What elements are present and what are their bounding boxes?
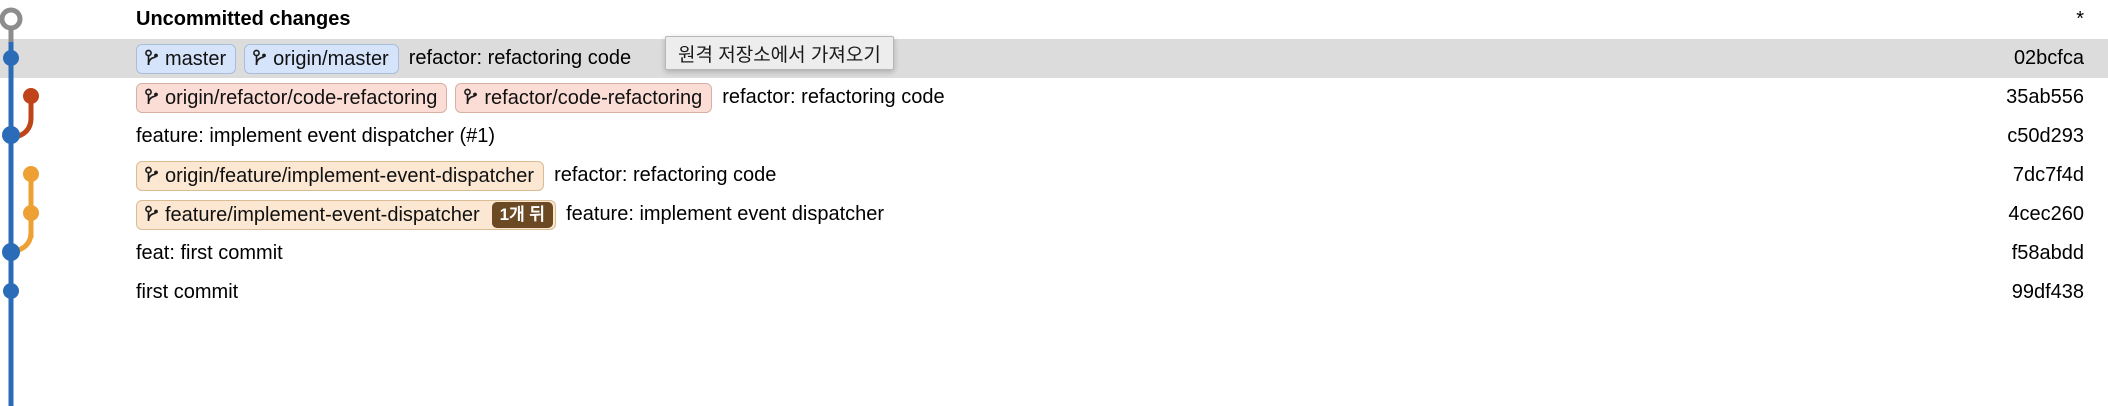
ref-badges: master origin/master bbox=[136, 43, 399, 74]
ref-badge-origin-refactor-code-refactoring[interactable]: origin/refactor/code-refactoring bbox=[136, 82, 448, 113]
row-title: Uncommitted changes bbox=[136, 8, 351, 30]
ref-badges: feature/implement-event-dispatcher 1개 뒤 bbox=[136, 199, 557, 230]
branch-icon bbox=[253, 49, 267, 69]
list-item[interactable]: master origin/master refactor: refactori… bbox=[0, 39, 2108, 78]
list-item[interactable]: feat: first commit f58abdd bbox=[0, 234, 2108, 273]
ref-badges: origin/refactor/code-refactoring refacto… bbox=[136, 82, 713, 113]
ref-badge-label: master bbox=[165, 47, 227, 70]
commit-hash: 35ab556 bbox=[2006, 86, 2084, 108]
ref-badge-refactor-code-refactoring[interactable]: refactor/code-refactoring bbox=[455, 82, 713, 113]
commit-list[interactable]: Uncommitted changes * master bbox=[0, 0, 2108, 312]
ref-badge-origin-master[interactable]: origin/master bbox=[244, 43, 399, 74]
ref-badge-label: origin/refactor/code-refactoring bbox=[165, 86, 438, 109]
ref-badge-label: feature/implement-event-dispatcher bbox=[165, 203, 480, 226]
branch-icon bbox=[464, 88, 478, 108]
commit-hash: c50d293 bbox=[2007, 125, 2084, 147]
branch-icon bbox=[145, 205, 159, 225]
row-title: refactor: refactoring code bbox=[554, 164, 777, 186]
list-item[interactable]: origin/feature/implement-event-dispatche… bbox=[0, 156, 2108, 195]
commit-hash: 99df438 bbox=[2011, 281, 2084, 303]
commit-hash: f58abdd bbox=[2011, 242, 2084, 264]
behind-count-badge: 1개 뒤 bbox=[491, 201, 554, 228]
list-item[interactable]: origin/refactor/code-refactoring refacto… bbox=[0, 78, 2108, 117]
branch-icon bbox=[145, 49, 159, 69]
row-title: feat: first commit bbox=[136, 242, 283, 264]
ref-badge-origin-feature-implement-event-dispatcher[interactable]: origin/feature/implement-event-dispatche… bbox=[136, 160, 545, 191]
list-item[interactable]: first commit 99df438 bbox=[0, 273, 2108, 312]
row-title: feature: implement event dispatcher bbox=[566, 203, 885, 225]
row-title: refactor: refactoring code bbox=[722, 86, 945, 108]
ref-badge-master[interactable]: master bbox=[136, 43, 237, 74]
commit-hash: 7dc7f4d bbox=[2012, 164, 2084, 186]
ref-badge-label: refactor/code-refactoring bbox=[484, 86, 703, 109]
list-item[interactable]: feature/implement-event-dispatcher 1개 뒤 … bbox=[0, 195, 2108, 234]
ref-badge-label: origin/master bbox=[273, 47, 389, 70]
ref-badge-feature-implement-event-dispatcher[interactable]: feature/implement-event-dispatcher 1개 뒤 bbox=[136, 199, 557, 230]
commit-hash: 02bcfca bbox=[2013, 47, 2084, 69]
commit-hash: 4cec260 bbox=[2008, 203, 2084, 225]
fetch-from-remote-tooltip: 원격 저장소에서 가져오기 bbox=[665, 36, 894, 70]
list-item[interactable]: feature: implement event dispatcher (#1)… bbox=[0, 117, 2108, 156]
ref-badge-label: origin/feature/implement-event-dispatche… bbox=[165, 164, 535, 187]
branch-icon bbox=[145, 88, 159, 108]
commit-hash: * bbox=[2076, 8, 2084, 30]
ref-badges: origin/feature/implement-event-dispatche… bbox=[136, 160, 545, 191]
list-item[interactable]: Uncommitted changes * bbox=[0, 0, 2108, 39]
row-title: feature: implement event dispatcher (#1) bbox=[136, 125, 496, 147]
row-title: refactor: refactoring code bbox=[408, 47, 632, 69]
row-title: first commit bbox=[136, 281, 239, 303]
branch-icon bbox=[145, 166, 159, 186]
